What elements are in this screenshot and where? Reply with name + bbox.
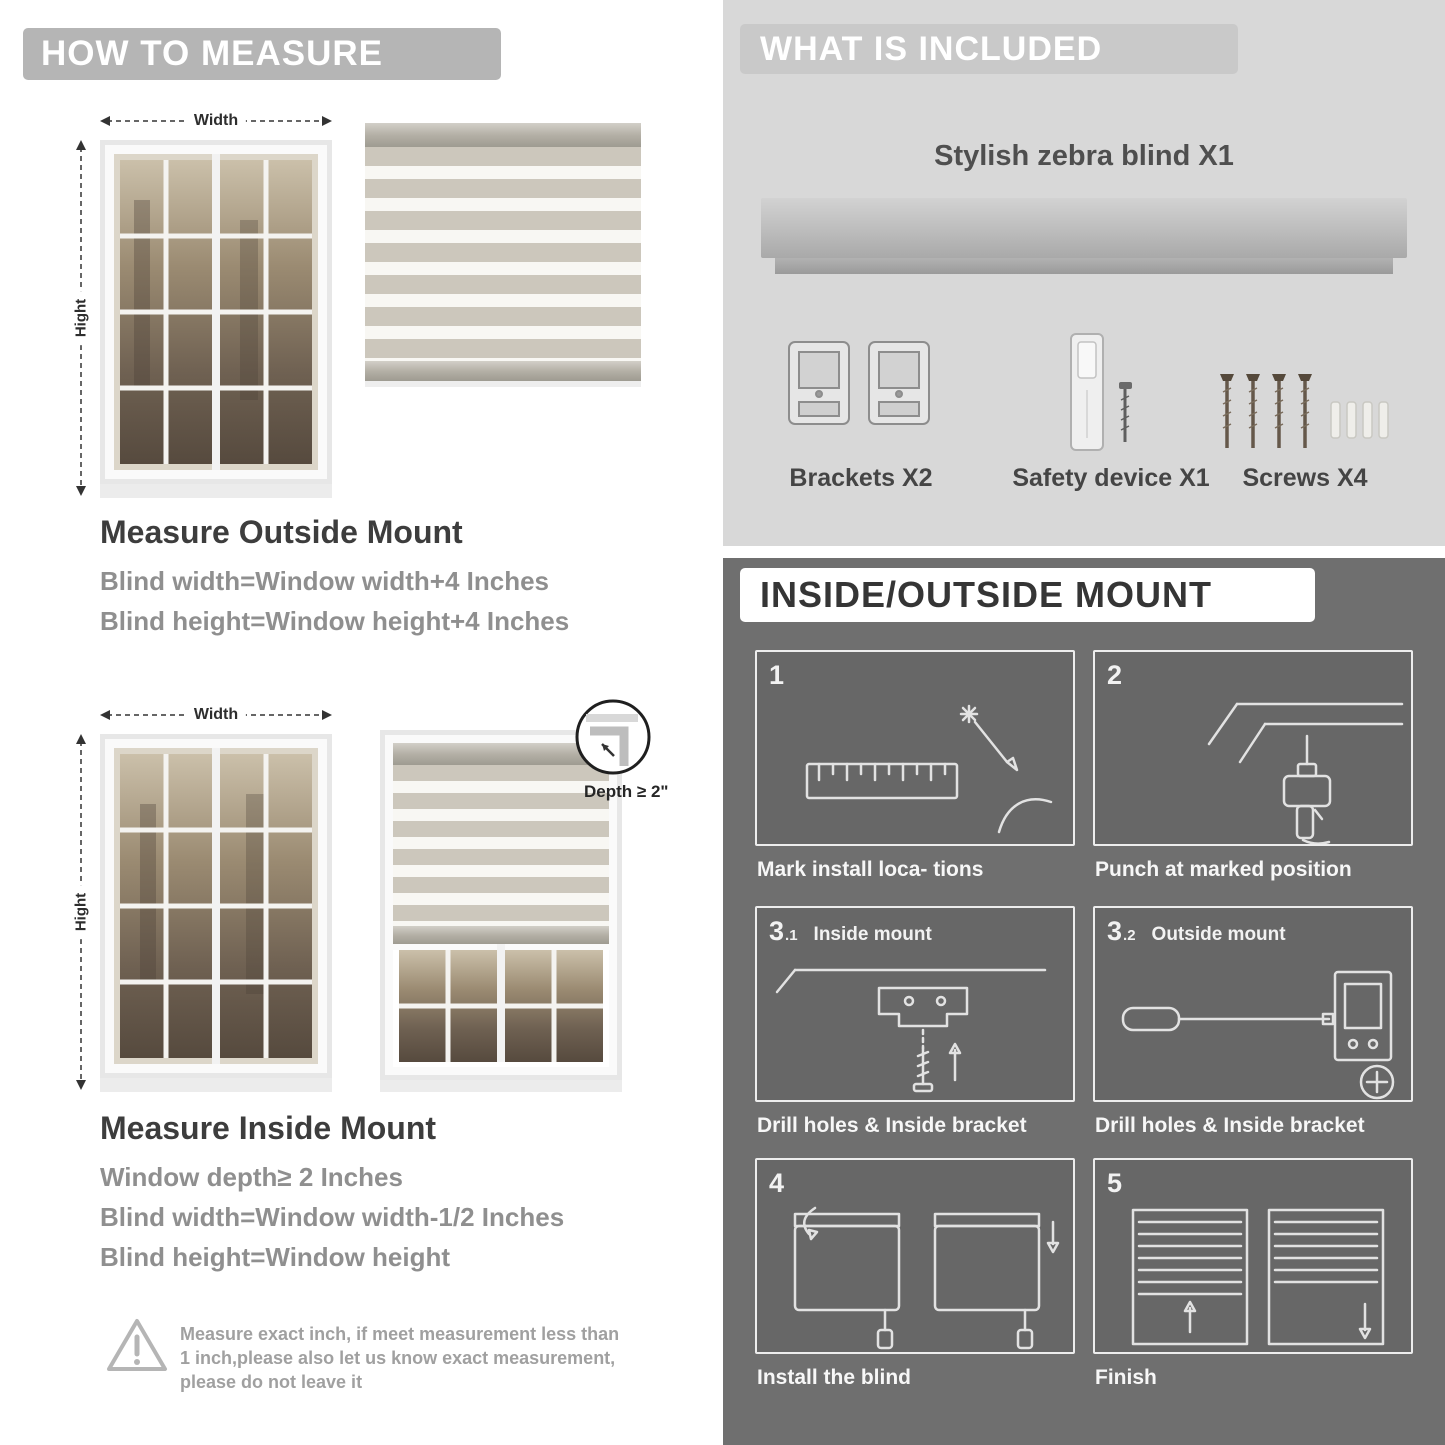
- step-3-2-caption: Drill holes & Inside bracket: [1095, 1114, 1365, 1137]
- inside-width-label: Width: [185, 706, 247, 724]
- blind-headrail-valance: [775, 258, 1393, 274]
- step-5-number: 5: [1107, 1168, 1123, 1198]
- drill-illustration: [1207, 702, 1404, 844]
- screws-image: [1220, 374, 1389, 448]
- what-is-included-banner: WHAT IS INCLUDED: [740, 24, 1238, 74]
- step-5-caption: Finish: [1095, 1366, 1157, 1389]
- brackets-label: Brackets X2: [789, 464, 933, 492]
- outside-rule-1: Blind width=Window width+4 Inches: [100, 566, 549, 596]
- step-2-caption: Punch at marked position: [1095, 858, 1352, 881]
- magnifier-circle-icon: [575, 699, 651, 775]
- step-4-number: 4: [769, 1168, 785, 1198]
- depth-label: Depth ≥ 2": [584, 782, 669, 801]
- outside-mount-title: Measure Outside Mount: [100, 514, 463, 550]
- how-to-measure-title: HOW TO MEASURE: [41, 34, 383, 73]
- outside-rule-2: Blind height=Window height+4 Inches: [100, 606, 570, 636]
- what-is-included-panel: WHAT IS INCLUDED Stylish zebra blind X1: [723, 0, 1445, 546]
- step-3-1-label: Inside mount: [813, 924, 932, 945]
- inside-width-arrow: Width: [100, 704, 332, 726]
- mount-title: INSIDE/OUTSIDE MOUNT: [760, 574, 1213, 615]
- inside-rule-2: Blind width=Window width-1/2 Inches: [100, 1202, 565, 1232]
- inside-height-arrow: Hight: [70, 734, 92, 1090]
- step-box-2: 2: [1093, 650, 1413, 846]
- depth-callout: [574, 698, 652, 776]
- outside-height-arrow: Hight: [70, 140, 92, 496]
- mount-banner: INSIDE/OUTSIDE MOUNT: [740, 568, 1315, 622]
- screws-label: Screws X4: [1242, 464, 1368, 492]
- inside-mount-title: Measure Inside Mount: [100, 1110, 437, 1146]
- step-3-1-number: 3 .1 Inside mount: [769, 916, 932, 946]
- step-box-1: 1: [755, 650, 1075, 846]
- outside-width-label: Width: [185, 112, 247, 130]
- outside-bracket-illustration: [1121, 970, 1395, 1100]
- mark-location-illustration: [805, 704, 1053, 834]
- step-box-3-1: 3 .1 Inside mount: [755, 906, 1075, 1102]
- measurement-note: Measure exact inch, if meet measurement …: [180, 1324, 620, 1392]
- install-blind-illustration: [793, 1206, 1060, 1350]
- step-box-4: 4: [755, 1158, 1075, 1354]
- inside-rule-3: Blind height=Window height: [100, 1242, 450, 1272]
- step-3-1-caption: Drill holes & Inside bracket: [757, 1114, 1027, 1137]
- inside-bracket-illustration: [775, 968, 1047, 1093]
- zebra-blind-outside: [365, 123, 641, 387]
- zebra-blind-inside: [380, 730, 622, 1092]
- step-box-5: 5: [1093, 1158, 1413, 1354]
- step-2-number: 2: [1107, 660, 1123, 690]
- outside-height-label: Hight: [72, 290, 90, 346]
- step-4-caption: Install the blind: [757, 1366, 912, 1389]
- blind-headrail-image: [761, 198, 1407, 258]
- safety-device-image: [1070, 333, 1132, 451]
- step-box-3-2: 3 .2 Outside mount: [1093, 906, 1413, 1102]
- outside-width-arrow: Width: [100, 110, 332, 132]
- brackets-image: [788, 341, 930, 425]
- finish-blinds-illustration: [1131, 1208, 1385, 1346]
- step-1-number: 1: [769, 660, 785, 690]
- window-photo-outside: [100, 140, 332, 498]
- safety-device-label: Safety device X1: [1012, 464, 1210, 492]
- what-is-included-title: WHAT IS INCLUDED: [760, 29, 1103, 68]
- warning-triangle-icon: [107, 1319, 167, 1371]
- product-title: Stylish zebra blind X1: [934, 140, 1234, 172]
- inside-height-label: Hight: [72, 884, 90, 940]
- step-3-2-label: Outside mount: [1151, 924, 1286, 945]
- how-to-measure-banner: HOW TO MEASURE: [23, 28, 501, 80]
- inside-rule-1: Window depth≥ 2 Inches: [100, 1162, 403, 1192]
- step-1-caption: Mark install loca- tions: [757, 858, 984, 881]
- mount-instructions-panel: INSIDE/OUTSIDE MOUNT 1: [723, 558, 1445, 1445]
- window-photo-inside: [100, 734, 332, 1092]
- step-3-2-number: 3 .2 Outside mount: [1107, 916, 1286, 946]
